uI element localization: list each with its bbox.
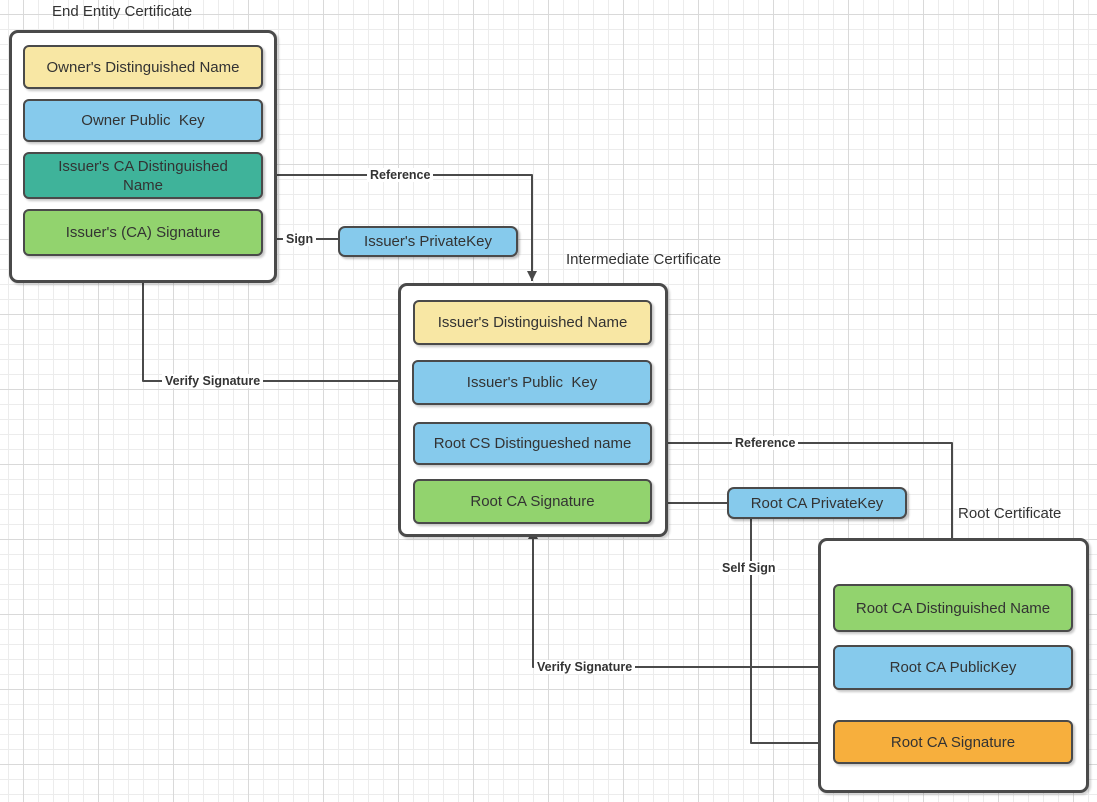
field-issuers-public-key: Issuer's Public Key xyxy=(412,360,652,405)
connector-verify-signature-bottom xyxy=(528,529,833,668)
field-root-cs-distinguished-name: Root CS Distingueshed name xyxy=(413,422,652,465)
field-root-ca-public-key: Root CA PublicKey xyxy=(833,645,1073,690)
field-issuers-ca-distinguished-name: Issuer's CA Distinguished Name xyxy=(23,152,263,199)
field-owners-distinguished-name: Owner's Distinguished Name xyxy=(23,45,263,89)
intermediate-certificate-title: Intermediate Certificate xyxy=(566,251,722,268)
edge-label-reference-right: Reference xyxy=(732,436,799,450)
root-ca-private-key-box: Root CA PrivateKey xyxy=(727,487,907,519)
edge-label-verify-signature-bottom: Verify Signature xyxy=(534,660,636,674)
root-certificate-title: Root Certificate xyxy=(958,505,1062,522)
field-owner-public-key: Owner Public Key xyxy=(23,99,263,142)
edge-label-reference-top: Reference xyxy=(367,168,434,182)
end-entity-certificate-title: End Entity Certificate xyxy=(52,3,193,20)
edge-label-verify-signature-left: Verify Signature xyxy=(162,374,264,388)
field-root-ca-distinguished-name: Root CA Distinguished Name xyxy=(833,584,1073,632)
field-root-ca-signature-root: Root CA Signature xyxy=(833,720,1073,764)
field-issuers-ca-signature: Issuer's (CA) Signature xyxy=(23,209,263,256)
issuers-private-key-box: Issuer's PrivateKey xyxy=(338,226,518,257)
edge-label-sign: Sign xyxy=(283,232,317,246)
field-root-ca-signature-intermediate: Root CA Signature xyxy=(413,479,652,524)
edge-label-self-sign: Self Sign xyxy=(719,561,779,575)
field-issuers-distinguished-name: Issuer's Distinguished Name xyxy=(413,300,652,345)
